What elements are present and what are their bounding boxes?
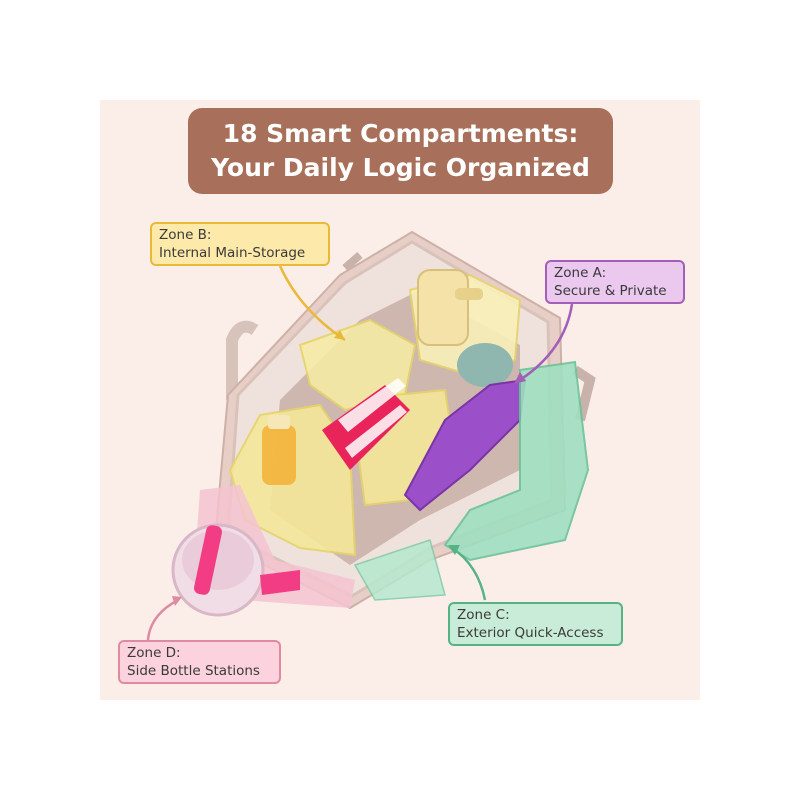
zone-d-desc: Side Bottle Stations bbox=[127, 663, 260, 679]
arrow-head-zone-d bbox=[172, 596, 182, 606]
connector-zone-b bbox=[278, 265, 346, 342]
zone-c-desc: Exterior Quick-Access bbox=[457, 625, 604, 641]
towel-red bbox=[322, 385, 410, 470]
rolled-blanket bbox=[457, 343, 513, 387]
bag-strap-right bbox=[572, 365, 596, 422]
arrow-head-zone-a bbox=[514, 372, 526, 384]
zone-a-desc: Secure & Private bbox=[554, 283, 667, 299]
towel-stripe bbox=[345, 405, 407, 458]
arrow-head-zone-c bbox=[448, 545, 460, 555]
water-bottle-cap bbox=[268, 415, 290, 429]
zone-b-label: Zone B: Internal Main-Storage bbox=[150, 222, 330, 266]
title-line-1: 18 Smart Compartments: bbox=[222, 119, 579, 148]
title-banner: 18 Smart Compartments: Your Daily Logic … bbox=[188, 108, 613, 194]
zone-d-label: Zone D: Side Bottle Stations bbox=[118, 640, 281, 684]
arrow-head-zone-b bbox=[334, 330, 345, 340]
green-side-pocket bbox=[353, 539, 446, 601]
zone-b-desc: Internal Main-Storage bbox=[159, 245, 306, 261]
zone-a-label: Zone A: Secure & Private bbox=[545, 260, 685, 304]
pink-tumbler-straw-handle bbox=[194, 525, 222, 595]
pink-tumbler-handle bbox=[260, 570, 300, 595]
connector-zone-d bbox=[146, 598, 179, 641]
zone-a-name: Zone A: bbox=[554, 265, 607, 281]
bag-strap-top bbox=[342, 251, 363, 272]
water-bottle bbox=[262, 425, 296, 485]
towel-stripe bbox=[338, 378, 406, 432]
tumbler-back bbox=[417, 269, 469, 346]
bag-handle-left bbox=[226, 320, 259, 400]
zone-c-label: Zone C: Exterior Quick-Access bbox=[448, 602, 623, 646]
zone-d-name: Zone D: bbox=[127, 645, 181, 661]
green-exterior-pocket bbox=[443, 360, 590, 562]
tumbler-handle bbox=[455, 288, 483, 300]
zone-c-name: Zone C: bbox=[457, 607, 510, 623]
connector-zone-a bbox=[519, 303, 574, 382]
zone-b-name: Zone B: bbox=[159, 227, 212, 243]
title-line-2: Your Daily Logic Organized bbox=[211, 153, 590, 182]
